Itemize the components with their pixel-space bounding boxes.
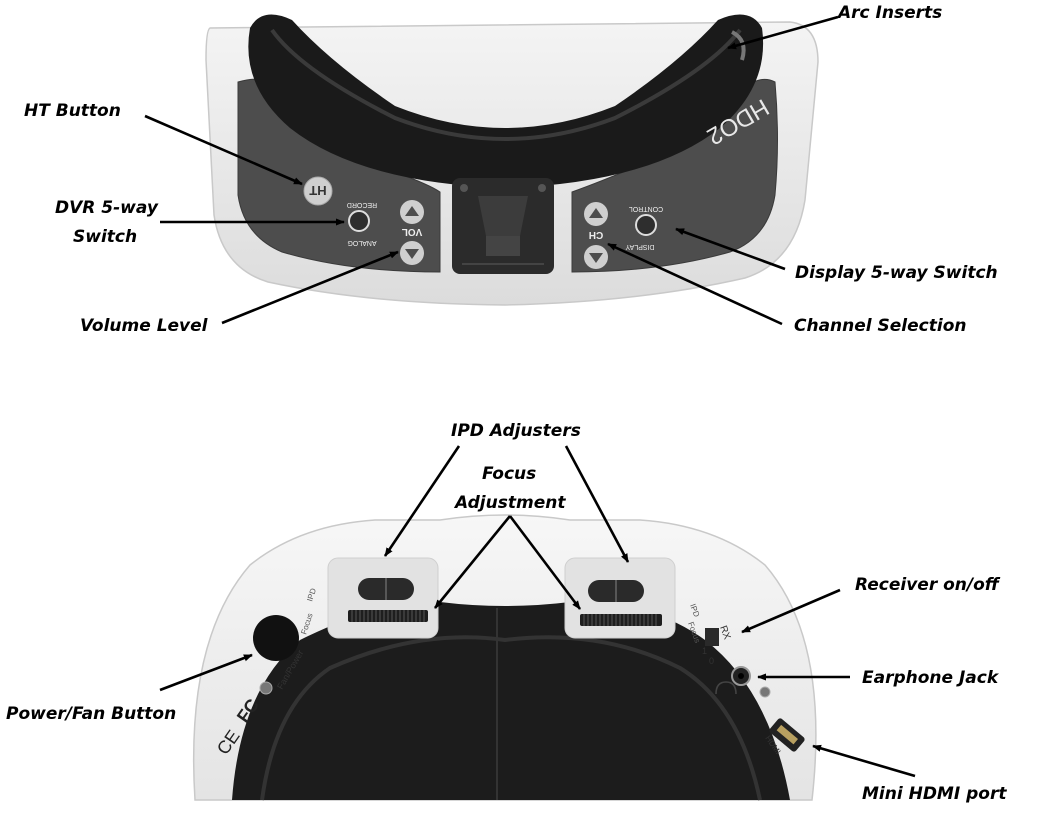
status-led-left bbox=[259, 681, 273, 695]
callout-mini-hdmi-port: Mini HDMI port bbox=[862, 784, 1007, 804]
ht-button[interactable] bbox=[303, 176, 333, 206]
status-led-right bbox=[759, 686, 771, 698]
arrow-ht-button bbox=[144, 114, 303, 186]
hdmi-port-inner bbox=[776, 724, 798, 745]
rx-zero-label: 0 bbox=[709, 656, 714, 666]
dvr-switch[interactable] bbox=[348, 210, 370, 232]
goggles-bottom-view: IPD Focus IPD Focus RX 1 0 HDMI Fan/Powe… bbox=[192, 514, 817, 801]
arrow-ipd-right bbox=[564, 445, 630, 563]
callout-display-switch: Display 5-way Switch bbox=[795, 263, 998, 283]
ht-button-text: HT bbox=[309, 183, 326, 198]
earphone-jack-hole bbox=[738, 673, 744, 679]
callout-labels: Arc Inserts HT Button DVR 5-way Switch V… bbox=[6, 3, 1007, 804]
callout-earphone-jack: Earphone Jack bbox=[862, 668, 1000, 688]
rx-one-label: 1 bbox=[702, 646, 707, 656]
vol-label: VOL bbox=[402, 226, 423, 237]
callout-power-fan-button: Power/Fan Button bbox=[6, 704, 176, 724]
rx-switch[interactable] bbox=[705, 628, 719, 646]
right-ipd-label: IPD bbox=[688, 603, 701, 619]
arrow-power-fan bbox=[159, 653, 253, 692]
arrow-mini-hdmi bbox=[812, 744, 916, 778]
callout-volume-level: Volume Level bbox=[80, 316, 209, 336]
left-focus-wheel-ridges bbox=[351, 610, 425, 622]
arrow-ipd-left bbox=[383, 445, 461, 557]
callout-dvr-line2: Switch bbox=[73, 227, 137, 247]
mount-screw-left bbox=[460, 184, 468, 192]
callout-dvr-line1: DVR 5-way bbox=[55, 198, 159, 218]
center-mount-block bbox=[486, 236, 520, 256]
callout-channel-selection: Channel Selection bbox=[794, 316, 966, 336]
vol-down-arrow bbox=[405, 249, 419, 259]
arrow-arc-inserts bbox=[727, 15, 839, 50]
callout-focus-line1: Focus bbox=[482, 464, 536, 484]
bottom-foam-inner bbox=[260, 635, 762, 801]
arrow-focus-right bbox=[508, 515, 582, 610]
callout-focus-line2: Adjustment bbox=[453, 493, 566, 513]
display-switch[interactable] bbox=[635, 214, 657, 236]
power-fan-button[interactable] bbox=[253, 615, 299, 661]
arrow-channel-selection bbox=[607, 242, 783, 326]
ch-down-arrow bbox=[589, 253, 603, 263]
callout-ht-button: HT Button bbox=[24, 101, 121, 121]
callout-receiver-onoff: Receiver on/off bbox=[855, 575, 1001, 595]
control-label: CONTROL bbox=[629, 205, 663, 212]
arrow-focus-left bbox=[433, 515, 512, 609]
face-foam bbox=[248, 14, 764, 188]
display-label: DISPLAY bbox=[625, 243, 654, 250]
right-focus-wheel-ridges bbox=[583, 614, 657, 626]
goggles-top-view: HT RECORD ANALOG VOL CH CONTROL DISPLAY … bbox=[205, 14, 819, 306]
record-label: RECORD bbox=[347, 201, 377, 208]
callout-arc-inserts: Arc Inserts bbox=[836, 3, 942, 23]
vol-up-arrow bbox=[405, 206, 419, 216]
ch-up-arrow bbox=[589, 208, 603, 218]
callout-arrows bbox=[144, 15, 916, 778]
arrow-volume-level bbox=[221, 250, 399, 325]
callout-ipd-adjusters: IPD Adjusters bbox=[451, 421, 581, 441]
face-foam-inner bbox=[270, 28, 742, 141]
left-ipd-label: IPD bbox=[305, 587, 318, 603]
center-mount-detail bbox=[478, 196, 528, 236]
mount-screw-right bbox=[538, 184, 546, 192]
headphone-icon bbox=[715, 681, 737, 695]
arrow-receiver-onoff bbox=[741, 588, 841, 634]
arrow-display-switch bbox=[675, 227, 786, 271]
rx-label: RX bbox=[717, 624, 732, 641]
analog-label: ANALOG bbox=[347, 239, 376, 246]
ch-label: CH bbox=[589, 229, 603, 240]
